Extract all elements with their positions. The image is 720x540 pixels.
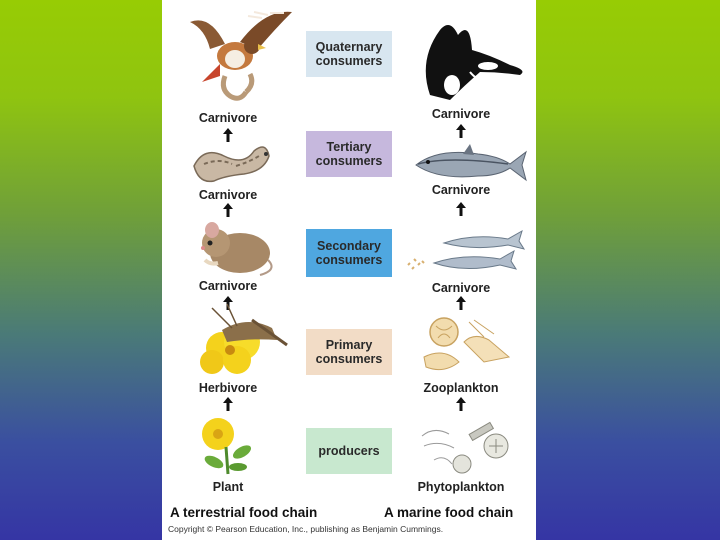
terrestrial-label-producer: Plant [212,480,244,494]
level-secondary: Secondary consumers [306,229,392,277]
arrow-up-icon [456,202,466,216]
mouse-illustration [201,222,273,276]
terrestrial-chain-title: A terrestrial food chain [170,505,318,520]
marine-label-secondary: Carnivore [431,281,491,295]
arrow-up-icon [223,296,233,310]
arrow-up-icon [456,397,466,411]
level-tertiary: Tertiary consumers [306,131,392,177]
arrow-up-icon [223,203,233,217]
marine-label-tertiary: Carnivore [431,183,491,197]
level-producers: producers [306,428,392,474]
arrow-up-icon [223,128,233,142]
killer-whale-illustration [425,25,523,100]
arrow-up-icon [456,296,466,310]
phytoplankton-illustration [421,421,509,474]
terrestrial-label-secondary: Carnivore [198,279,258,293]
marine-chain-title: A marine food chain [384,505,514,520]
hawk-illustration [190,11,292,101]
marine-label-quaternary: Carnivore [431,107,491,121]
plant-illustration [202,418,252,475]
copyright-notice: Copyright © Pearson Education, Inc., pub… [168,524,444,534]
snake-illustration [193,146,270,183]
grasshopper-on-flower-illustration [200,303,288,374]
terrestrial-label-primary: Herbivore [198,381,258,395]
marine-label-producer: Phytoplankton [417,480,505,494]
terrestrial-label-quaternary: Carnivore [198,111,258,125]
level-quaternary: Quaternary consumers [306,31,392,77]
terrestrial-label-tertiary: Carnivore [198,188,258,202]
food-chain-slide: Quaternary consumers Tertiary consumers … [162,0,536,540]
herring-illustration [407,229,526,270]
marine-label-primary: Zooplankton [423,381,499,395]
zooplankton-illustration [423,317,511,371]
arrow-up-icon [456,124,466,138]
level-primary: Primary consumers [306,329,392,375]
arrow-up-icon [223,397,233,411]
tuna-illustration [415,144,527,182]
